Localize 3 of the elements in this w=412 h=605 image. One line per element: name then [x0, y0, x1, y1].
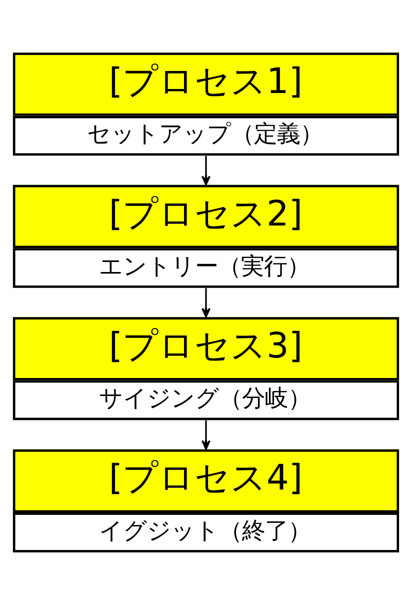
arrow [202, 156, 210, 186]
arrow [202, 420, 210, 450]
arrow [202, 288, 210, 318]
